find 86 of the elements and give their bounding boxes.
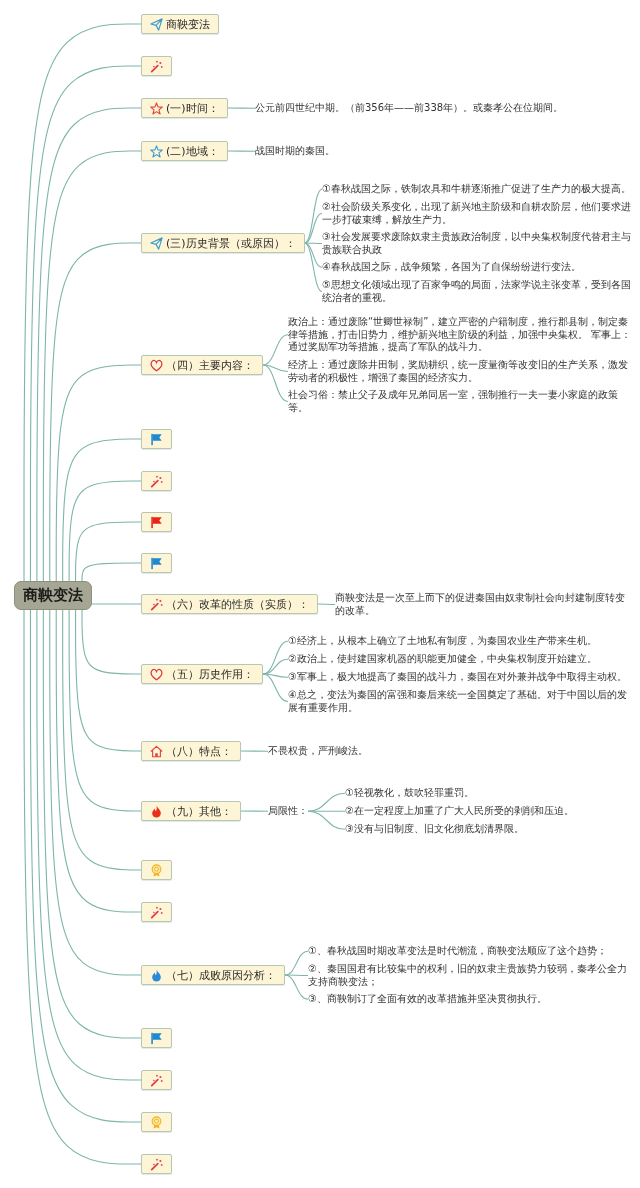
connector-line <box>284 974 309 1000</box>
topic-label: (一)时间： <box>166 100 219 116</box>
connector-line <box>304 188 323 244</box>
note-text: ③、商鞅制订了全面有效的改革措施并坚决贯彻执行。 <box>308 993 547 1006</box>
connector-line <box>240 750 269 752</box>
note-text: ①经济上，从根本上确立了土地私有制度，为秦国农业生产带来生机。 <box>288 635 597 648</box>
connector-line <box>304 242 323 268</box>
connector-line <box>68 609 142 812</box>
connector-line <box>91 603 142 605</box>
connector-line <box>240 810 269 812</box>
topic-box <box>141 553 172 573</box>
connector-line <box>62 438 142 582</box>
note-text: 商鞅变法是一次至上而下的促进秦国由奴隶制社会向封建制度转变的改革。 <box>335 592 634 617</box>
topic-box <box>141 14 219 34</box>
connector-line <box>262 673 289 678</box>
note-text: ①、春秋战国时期改革变法是时代潮流，商鞅变法顺应了这个趋势； <box>308 945 607 958</box>
connector-line <box>304 212 323 244</box>
note-text: ⑤思想文化领域出现了百家争鸣的局面，法家学说主张变革，受到各国统治者的重视。 <box>322 279 634 304</box>
connector-line <box>81 562 142 582</box>
topic-label: 商鞅变法 <box>166 16 210 32</box>
note-text: ②社会阶级关系变化，出现了新兴地主阶级和自耕农阶层，他们要求进一步打破束缚，解放生产力。 <box>322 201 634 226</box>
topic-label: (二)地域： <box>166 143 219 159</box>
topic-box <box>141 471 172 491</box>
note-text: 不畏权贵，严刑峻法。 <box>268 745 368 758</box>
topic-box <box>141 664 263 684</box>
note-text: ③军事上，极大地提高了秦国的战斗力，秦国在对外兼并战争中取得主动权。 <box>288 671 627 684</box>
note-text: 经济上：通过废除井田制，奖励耕织，统一度量衡等改变旧的生产关系，激发劳动者的积极性，增强了秦国的经济实力。 <box>288 359 634 384</box>
connector-line <box>304 242 323 293</box>
connector-line <box>49 609 142 976</box>
note-text: 公元前四世纪中期。（前356年——前338年）。或秦孝公在位期间。 <box>255 102 564 115</box>
connector-line <box>75 609 142 752</box>
topic-label: （八）特点： <box>166 743 232 759</box>
topic-box <box>141 233 305 253</box>
note-text: ①轻视教化，鼓吹轻罪重罚。 <box>345 787 474 800</box>
topic-box <box>141 1070 172 1090</box>
topic-label: （六）改革的性质（实质）： <box>166 596 309 612</box>
connector-line <box>55 609 142 913</box>
note-text: 局限性： <box>268 805 308 818</box>
topic-label: （九）其他： <box>166 803 232 819</box>
topic-box <box>141 355 263 375</box>
topic-box <box>141 801 241 821</box>
connector-line <box>75 521 142 582</box>
topic-box <box>141 902 172 922</box>
topic-label: (三)历史背景（或原因）： <box>166 235 296 251</box>
topic-box <box>141 594 318 614</box>
connector-line <box>49 242 142 582</box>
note-text: 战国时期的秦国。 <box>255 145 335 158</box>
topic-box <box>141 1112 172 1132</box>
note-text: ③社会发展要求废除奴隶主贵族政治制度，以中央集权制度代替君主与贵族联合执政 <box>322 231 634 256</box>
connector-line <box>227 107 256 109</box>
central-topic: 商鞅变法 <box>14 581 92 610</box>
note-text: ④总之，变法为秦国的富强和秦后来统一全国奠定了基础。对于中国以后的发展有重要作用。 <box>288 689 634 714</box>
note-text: ①春秋战国之际，铁制农具和牛耕逐渐推广促进了生产力的极大提高。 <box>322 183 631 196</box>
note-text: ③没有与旧制度、旧文化彻底划清界限。 <box>345 823 524 836</box>
connector-line <box>81 609 142 675</box>
connector-line <box>68 480 142 582</box>
connector-line <box>62 609 142 871</box>
topic-box <box>141 512 172 532</box>
connector-line <box>307 810 346 830</box>
topic-box <box>141 141 228 161</box>
connector-line <box>317 603 336 606</box>
connector-line <box>262 673 289 703</box>
topic-box <box>141 965 285 985</box>
topic-box <box>141 860 172 880</box>
note-text: ②在一定程度上加重了广大人民所受的剥削和压迫。 <box>345 805 574 818</box>
topic-box <box>141 56 172 76</box>
connector-line <box>262 334 289 366</box>
topic-label: （七）成败原因分析： <box>166 967 276 983</box>
topic-box <box>141 1028 172 1048</box>
note-text: ④春秋战国之际，战争频繁，各国为了自保纷纷进行变法。 <box>322 261 581 274</box>
topic-box <box>141 429 172 449</box>
connector-line <box>307 792 346 812</box>
note-text: ②、秦国国君有比较集中的权利，旧的奴隶主贵族势力较弱，秦孝公全力支持商鞅变法； <box>308 963 634 988</box>
connector-line <box>262 364 289 403</box>
note-text: ②政治上，使封建国家机器的职能更加健全，中央集权制度开始建立。 <box>288 653 597 666</box>
topic-box <box>141 98 228 118</box>
topic-label: （四）主要内容： <box>166 357 254 373</box>
connector-line <box>227 150 256 152</box>
note-text: 政治上：通过废除“世卿世禄制”，建立严密的户籍制度，推行郡县制，制定秦律等措施，打击旧势力，维护新兴地主阶级的利益，加强中央集权。 军事上：通过奖励军功等措施，提高了军队的战斗力。 <box>288 316 634 354</box>
connector-line <box>284 974 309 977</box>
topic-label: （五）历史作用： <box>166 666 254 682</box>
topic-box <box>141 1154 172 1174</box>
connector-line <box>55 364 142 582</box>
note-text: 社会习俗：禁止父子及成年兄弟同居一室，强制推行一夫一妻小家庭的政策等。 <box>288 389 634 414</box>
connector-line <box>304 242 323 245</box>
topic-box <box>141 741 241 761</box>
